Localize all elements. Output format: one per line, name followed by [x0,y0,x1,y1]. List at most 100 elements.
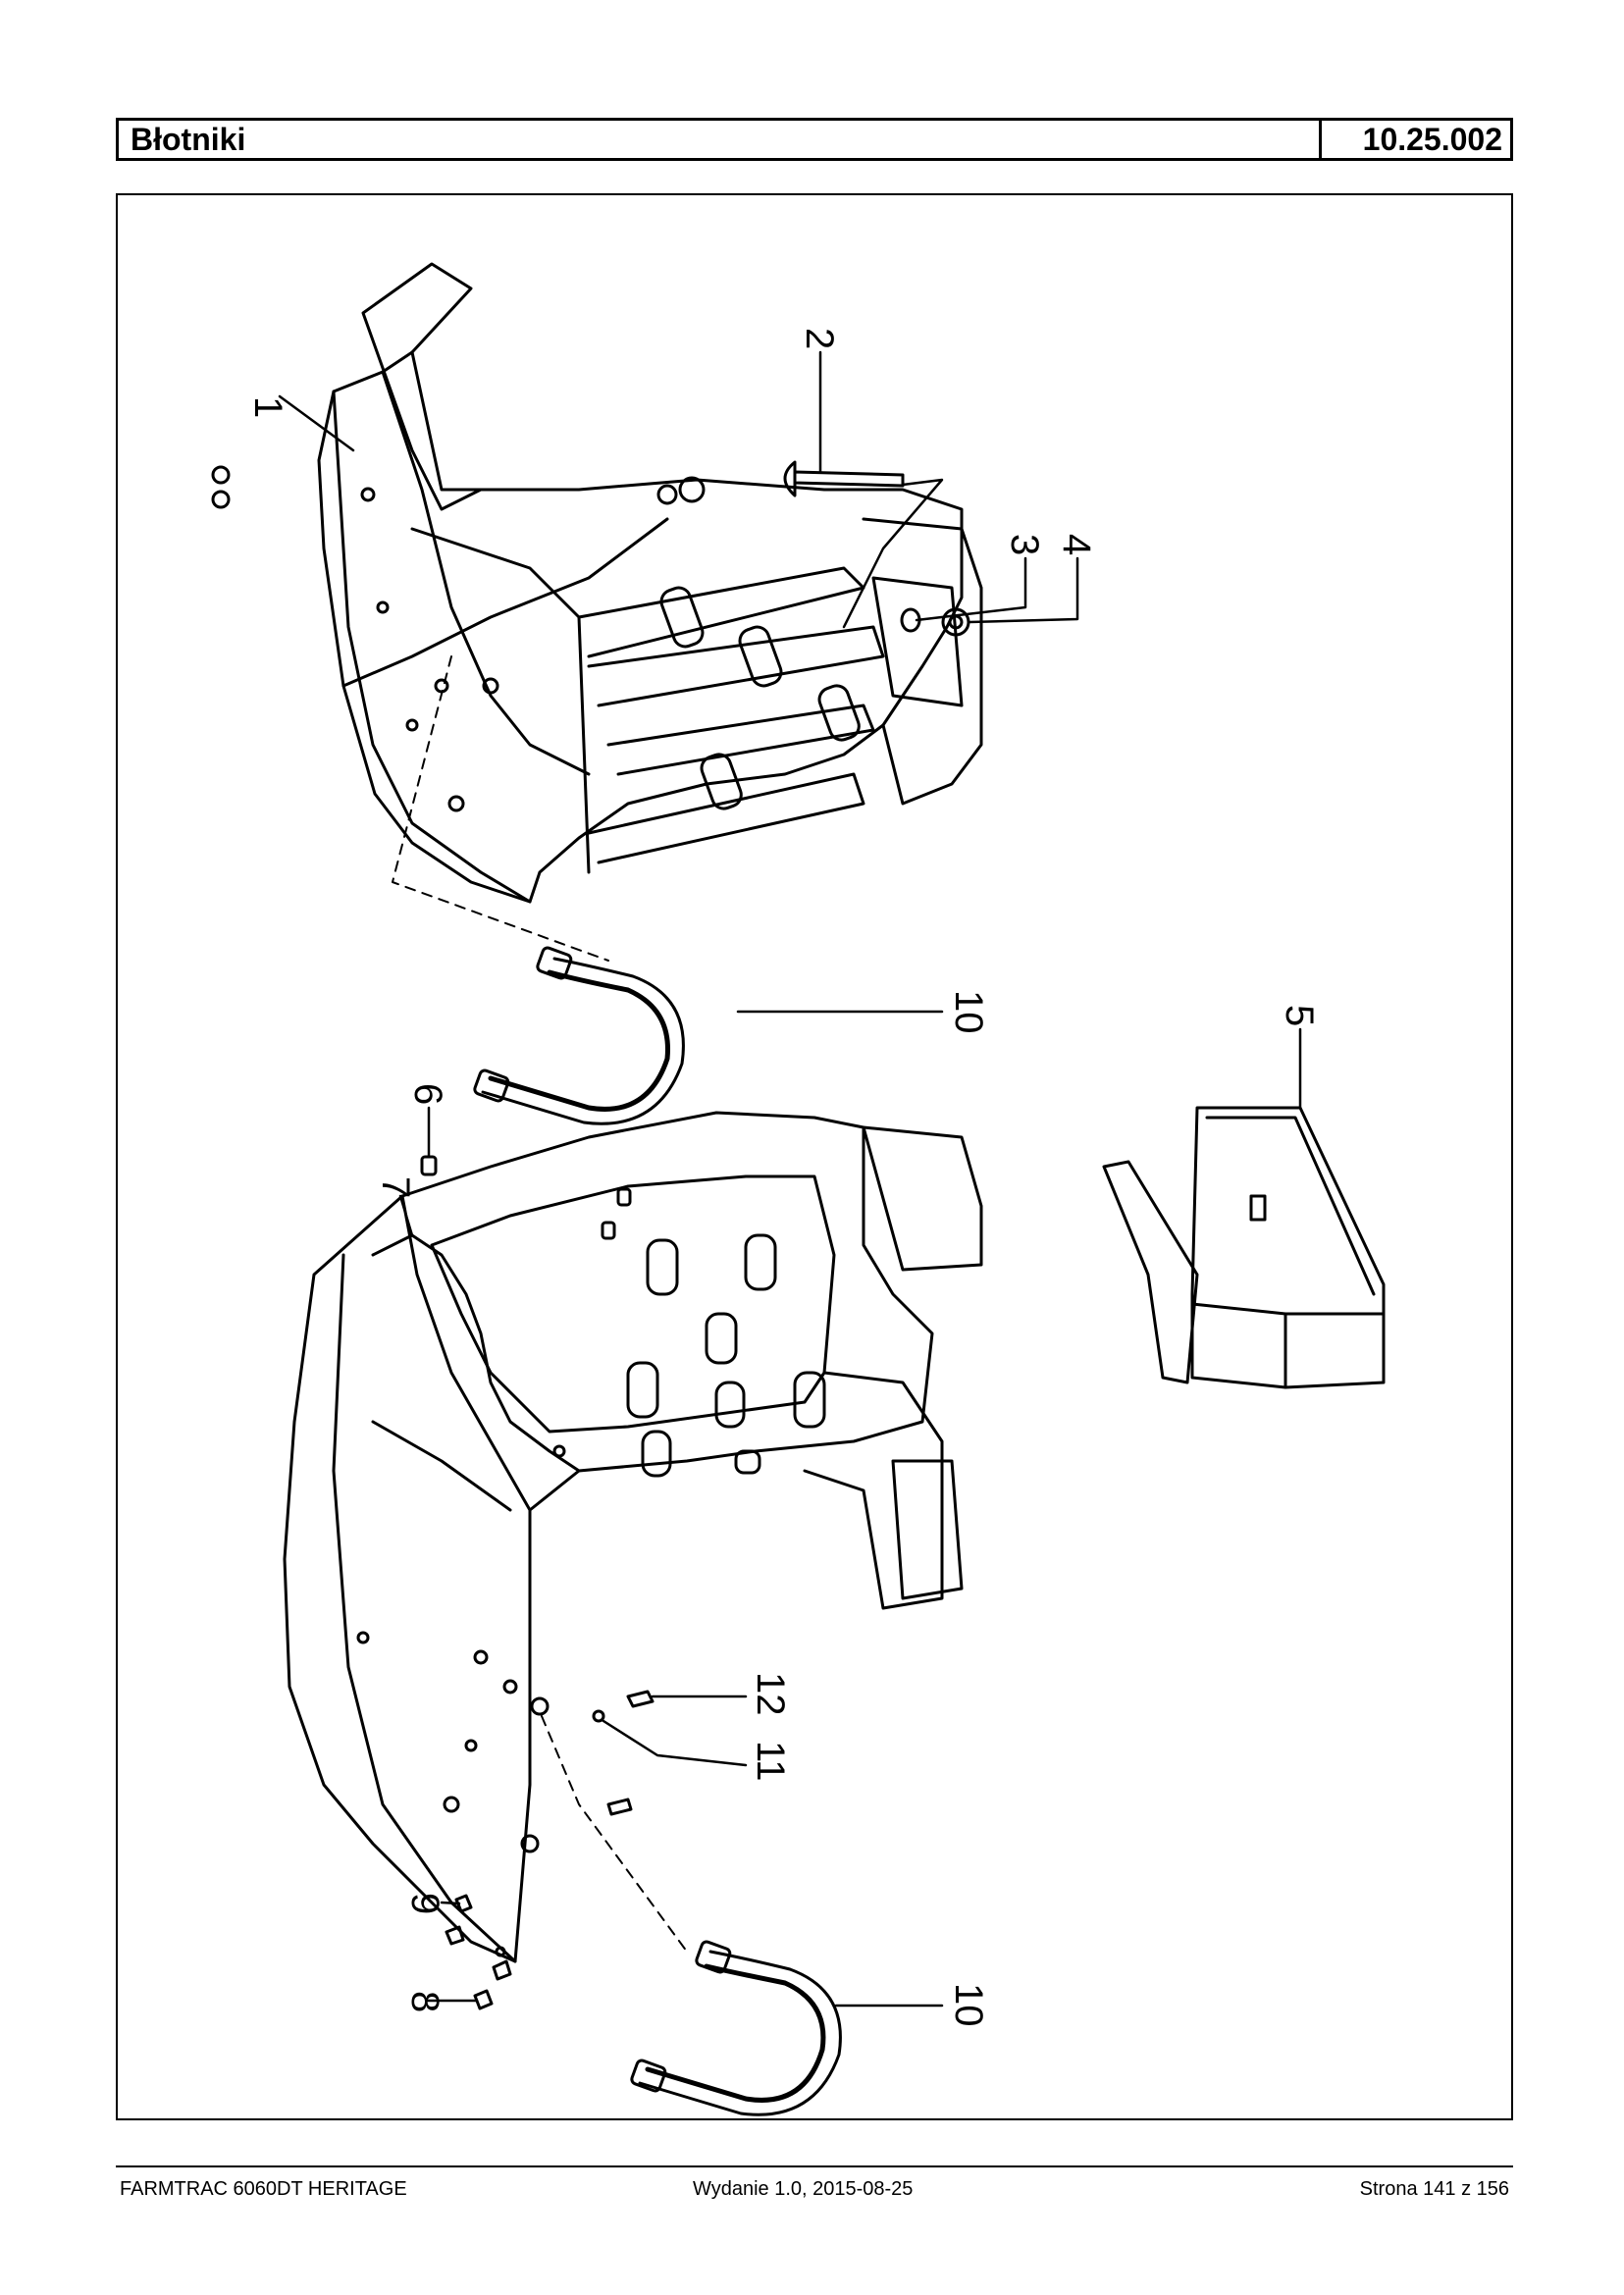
dashed-assembly-line [392,655,609,962]
upper-fender-assembly [211,262,983,904]
toolbox-part-5 [1102,1106,1386,1389]
lower-fender-assembly [283,1111,983,1963]
toolbox-latch [1249,1194,1267,1222]
callout-2: 2 [798,328,841,349]
handle-thread [695,1940,732,1974]
lower-slot [744,1233,777,1291]
lower-mount-bracket [803,1371,944,1610]
bolt-2-head [783,460,797,497]
callout-10b: 10 [947,1983,990,2027]
grab-handle-part-10-lower [630,1940,842,2116]
callout-12: 12 [749,1672,792,1716]
callout-10a: 10 [947,990,990,1034]
footer-edition: Wydanie 1.0, 2015-08-25 [693,2178,914,2200]
screw [616,1187,632,1207]
lower-slot [705,1312,738,1365]
lower-fender-rim [371,1233,581,1473]
upper-slot-1 [659,586,705,649]
upper-fender-inner-edge [410,350,483,492]
toolbox-lid-line [1205,1116,1376,1296]
lower-hole [530,1696,550,1716]
leader-11 [602,1719,748,1767]
handle-10-lower-tube-inner [638,1950,842,2116]
lower-hole [520,1834,540,1853]
nut [678,476,706,503]
callout-4: 4 [1055,534,1098,555]
handle-10-lower-tube [645,1963,826,2103]
callout-1: 1 [246,396,289,418]
callout-8: 8 [403,1991,446,2012]
nut [211,490,231,509]
upper-fender-rim [381,370,591,776]
lower-fender-inner-panel [430,1174,836,1434]
upper-slot-3 [817,684,861,742]
page-header: Błotniki 10.25.002 [116,118,1513,161]
handle-thread [536,946,573,980]
callout-7: 7 [374,1176,417,1198]
upper-brace-4 [587,772,865,864]
lower-hole [502,1679,518,1695]
fender-exploded-diagram: 1 2 3 4 5 6 7 8 9 10 10 11 12 [211,262,1386,2116]
callout-labels: 1 2 3 4 5 6 7 8 9 10 10 11 12 [246,328,1321,2027]
upper-mount-tube [871,576,964,707]
screw-part-6 [420,1155,438,1176]
leader-9 [440,1901,461,1905]
upper-mount-bracket [862,517,983,806]
upper-hole [447,795,465,812]
lower-hole [464,1739,478,1752]
upper-hole [360,487,376,502]
leader-2-branch [842,478,944,629]
leader-1 [278,394,355,452]
lower-hole [552,1444,566,1458]
handle-10-upper-tube-inner [481,957,685,1125]
callout-9: 9 [403,1893,446,1914]
upper-brace-1 [577,566,865,658]
exploded-diagram-frame: 1 2 3 4 5 6 7 8 9 10 10 11 12 [116,193,1513,2120]
lower-hole [473,1649,489,1665]
upper-slot-4 [700,753,743,810]
lower-slot [734,1449,761,1475]
lower-fender-side-edge [400,1194,532,1512]
nut [656,484,678,505]
callout-3: 3 [1003,534,1046,555]
lower-fender-outer-skin [283,1111,934,1963]
lower-slot [626,1361,659,1419]
bolt [445,1925,465,1946]
footer-rule [116,2165,1513,2167]
leader-7 [398,1194,414,1237]
section-code: 10.25.002 [1319,121,1510,158]
upper-hole [376,600,390,614]
lower-mount-tube [891,1459,964,1600]
callout-leaders [278,350,1302,2008]
toolbox-body [1190,1106,1386,1389]
upper-brace-2 [587,625,885,707]
lower-mount-plate [862,1125,983,1272]
lower-slot [646,1238,679,1296]
page-footer: FARMTRAC 6060DT HERITAGE Wydanie 1.0, 20… [116,2178,1513,2204]
lower-slot [714,1381,746,1429]
upper-slot-2 [738,625,783,688]
lower-fender-crease [371,1420,512,1512]
footer-page-number: Strona 141 z 156 [1359,2178,1509,2200]
nut [211,465,231,485]
lower-hole [356,1631,370,1644]
grab-handle-part-10-upper [473,946,685,1125]
footer-model: FARMTRAC 6060DT HERITAGE [120,2178,407,2200]
screw-part-12 [626,1690,655,1708]
upper-brace-3 [606,704,875,776]
upper-fender-front-face [410,527,591,874]
leader-3 [915,556,1027,622]
callout-11: 11 [749,1741,792,1782]
upper-hole [405,718,419,732]
screw [601,1221,616,1240]
bolt-2-shank [793,470,905,488]
upper-fender-lip [341,517,669,688]
dashed-assembly-line [541,1715,688,1953]
lower-fender-side-fold [332,1253,517,1963]
toolbox-seam [1190,1302,1386,1316]
lower-hole [443,1796,460,1813]
callout-6: 6 [406,1083,449,1105]
washer-part-11 [592,1709,605,1723]
handle-thread [473,1069,510,1103]
screw [606,1798,633,1816]
